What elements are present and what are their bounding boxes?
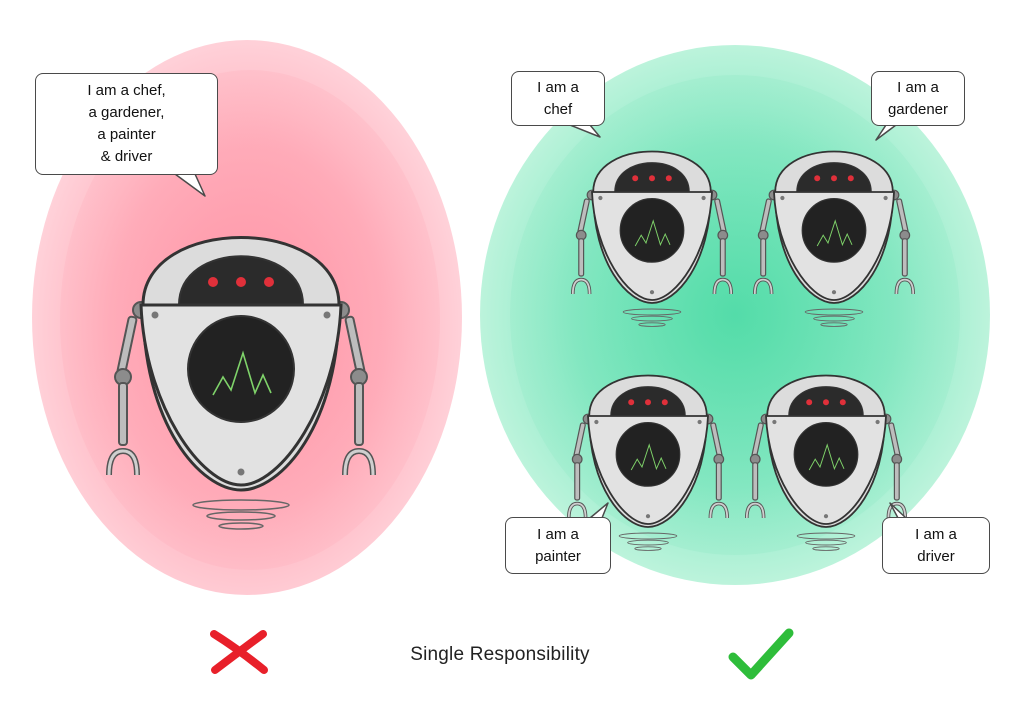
green-background-inner — [510, 75, 960, 555]
bubble-line: I am a — [915, 525, 957, 543]
bubble-line: I am a — [537, 78, 579, 96]
bubble-line: painter — [535, 547, 581, 565]
speech-bubble-painter: I am a painter — [505, 517, 611, 574]
robot-gardener — [752, 149, 916, 329]
bubble-line: a gardener, — [88, 104, 165, 121]
bubble-line: I am a — [537, 525, 579, 543]
cross-icon — [210, 630, 268, 674]
bubble-line: I am a chef, — [87, 82, 166, 99]
bubble-line: I am a — [897, 78, 939, 96]
bubble-line: & driver — [100, 148, 153, 165]
speech-bubble-gardener: I am a gardener — [871, 71, 965, 126]
speech-bubble-driver: I am a driver — [882, 517, 990, 574]
robot-chef — [570, 149, 734, 329]
bubble-line: a painter — [97, 126, 156, 143]
speech-bubble-multi-role: I am a chef, a gardener, a painter & dri… — [35, 73, 218, 175]
caption-single-responsibility: Single Responsibility — [410, 644, 590, 665]
check-icon — [728, 628, 794, 680]
speech-bubble-chef: I am a chef — [511, 71, 605, 126]
robot-multi-role — [109, 238, 373, 530]
bubble-line: gardener — [887, 100, 949, 118]
green-background-blob — [480, 45, 990, 585]
bubble-tails — [174, 124, 907, 519]
bubble-line: chef — [543, 100, 573, 118]
bubble-line: driver — [917, 547, 955, 565]
